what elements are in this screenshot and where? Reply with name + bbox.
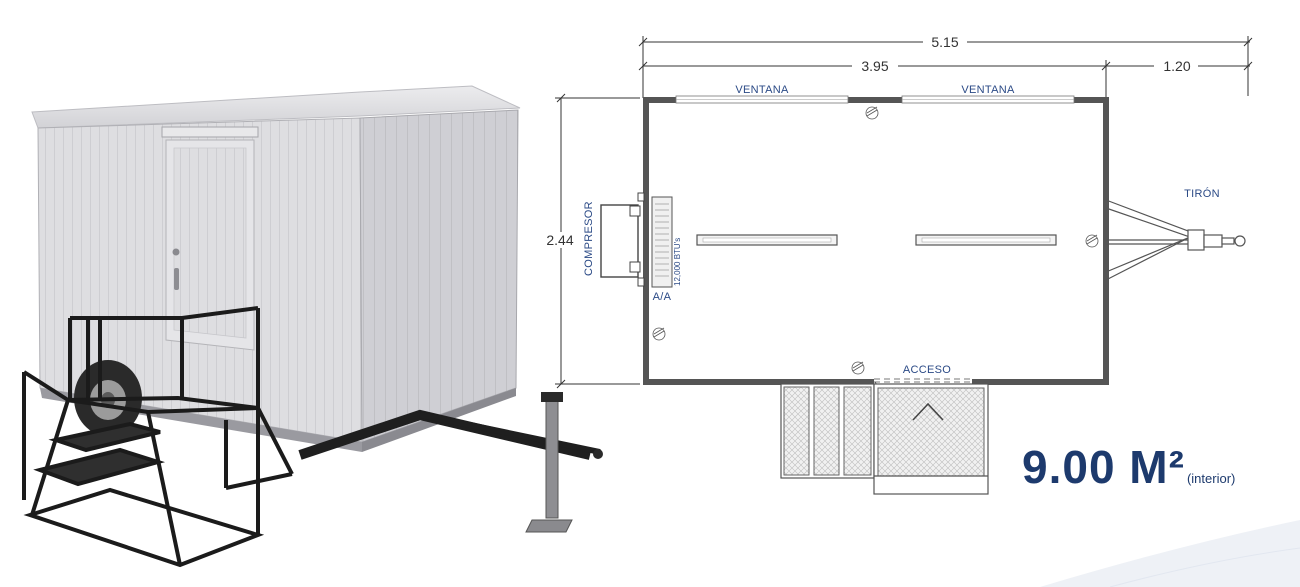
ac-unit	[651, 196, 673, 288]
hitch-label: TIRÓN	[1184, 187, 1220, 200]
entry-steps	[780, 383, 989, 495]
compressor-label: COMPRESOR	[583, 201, 595, 276]
ceiling-lights	[696, 234, 1057, 246]
trailer-render	[22, 85, 603, 568]
trailer-hitch-render	[298, 392, 603, 533]
ac-rating-label: 12,000 BTU's	[673, 238, 682, 286]
windows	[675, 95, 1075, 104]
ac-label: A/A	[653, 291, 672, 303]
hitch-drawbar	[1105, 199, 1246, 281]
floor-plan: 5.15 3.95 1.20 2.44	[541, 33, 1253, 495]
outlet-icons	[652, 106, 1099, 375]
access-label: ACCESO	[903, 364, 951, 376]
area-note: (interior)	[1186, 471, 1236, 486]
dimension-hitch-label: 1.20	[1163, 58, 1190, 74]
stair-platform	[22, 306, 294, 568]
compressor-unit	[600, 192, 645, 287]
dimension-total-label: 5.15	[931, 34, 958, 50]
dimension-width-label: 2.44	[546, 232, 573, 248]
area-value: 9.00 M²	[1022, 441, 1185, 493]
door	[161, 126, 259, 351]
window-left-label: VENTANA	[735, 84, 789, 96]
dimension-interior-label: 3.95	[861, 58, 888, 74]
window-right-label: VENTANA	[961, 84, 1015, 96]
decorative-swoosh	[1040, 520, 1300, 587]
area-callout: 9.00 M²(interior)	[1022, 440, 1235, 494]
dimension-interior	[638, 60, 1253, 100]
